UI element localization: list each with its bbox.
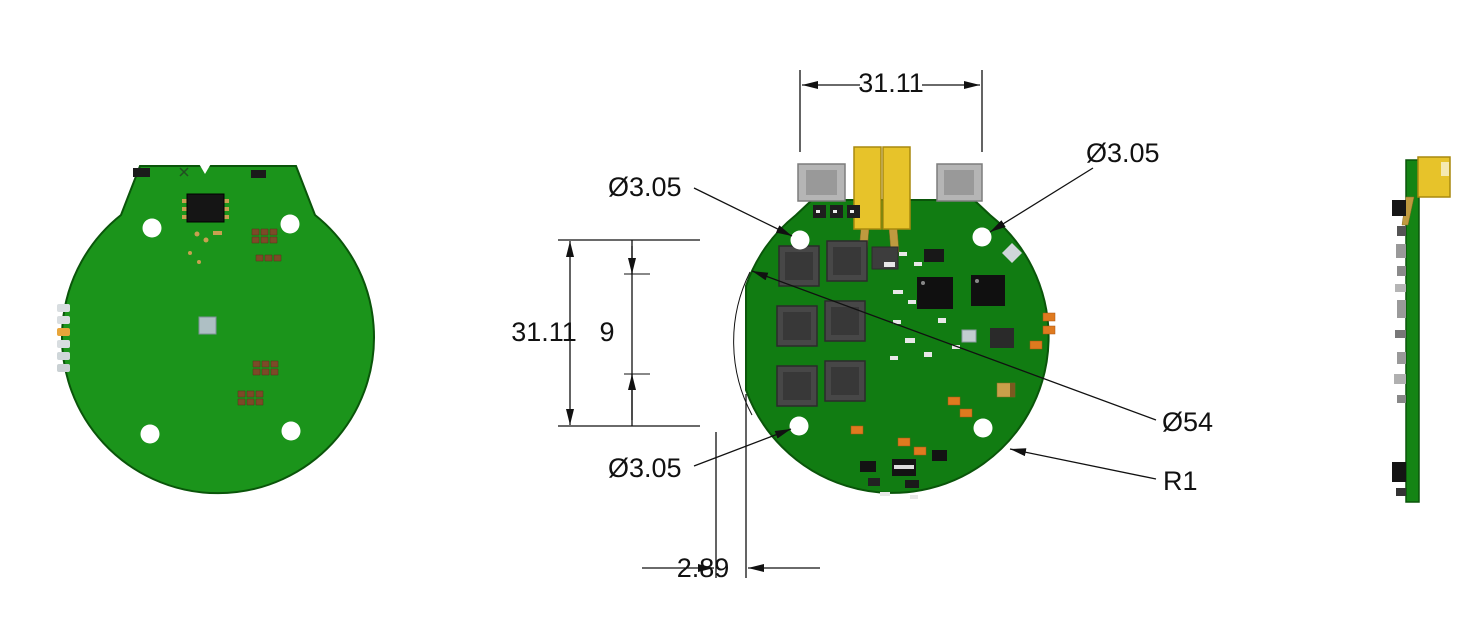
hole-front-top-left <box>790 230 810 250</box>
dim-hole-dia-top-right: Ø3.05 <box>1086 138 1160 168</box>
side-view <box>1392 156 1451 503</box>
silkscreen-triangle <box>198 162 212 174</box>
theoretical-circle-edge <box>733 271 753 416</box>
hole-front-top-right <box>972 227 992 247</box>
hole-back-bottom-right <box>281 421 301 441</box>
dim-inner-spacing: 9 <box>599 317 614 347</box>
hole-front-bottom-left <box>789 416 809 436</box>
mounting-holes-front <box>789 227 993 438</box>
front-board-outline <box>745 199 1050 494</box>
silkscreen-x-mark <box>179 167 189 177</box>
hole-front-bottom-right <box>973 418 993 438</box>
dim-edge-radius: R1 <box>1163 466 1198 496</box>
back-view <box>57 162 375 495</box>
hole-back-top-right <box>280 214 300 234</box>
mounting-holes-back <box>140 214 301 444</box>
dim-hole-dia-bottom-left: Ø3.05 <box>608 453 682 483</box>
hole-back-top-left <box>142 218 162 238</box>
side-components <box>1392 200 1406 496</box>
main-ic-back <box>186 193 225 223</box>
center-pad-back <box>198 316 217 335</box>
dimension-lines: 31.11 31.11 9 2.89 Ø3.05 Ø3.05 Ø3.05 Ø54… <box>511 68 1213 583</box>
capacitors <box>850 312 1056 461</box>
dim-top-hole-spacing: 31.11 <box>858 68 924 98</box>
smd-components-front <box>776 205 1056 499</box>
smd-components-back <box>57 168 282 406</box>
dim-left-hole-spacing: 31.11 <box>511 317 577 347</box>
dim-board-diameter: Ø54 <box>1162 407 1213 437</box>
yellow-connector-b <box>882 146 911 230</box>
dim-edge-offset: 2.89 <box>677 553 730 583</box>
connectors <box>797 146 983 253</box>
dim-hole-dia-top-left: Ø3.05 <box>608 172 682 202</box>
front-view <box>733 146 1056 499</box>
hole-back-bottom-left <box>140 424 160 444</box>
